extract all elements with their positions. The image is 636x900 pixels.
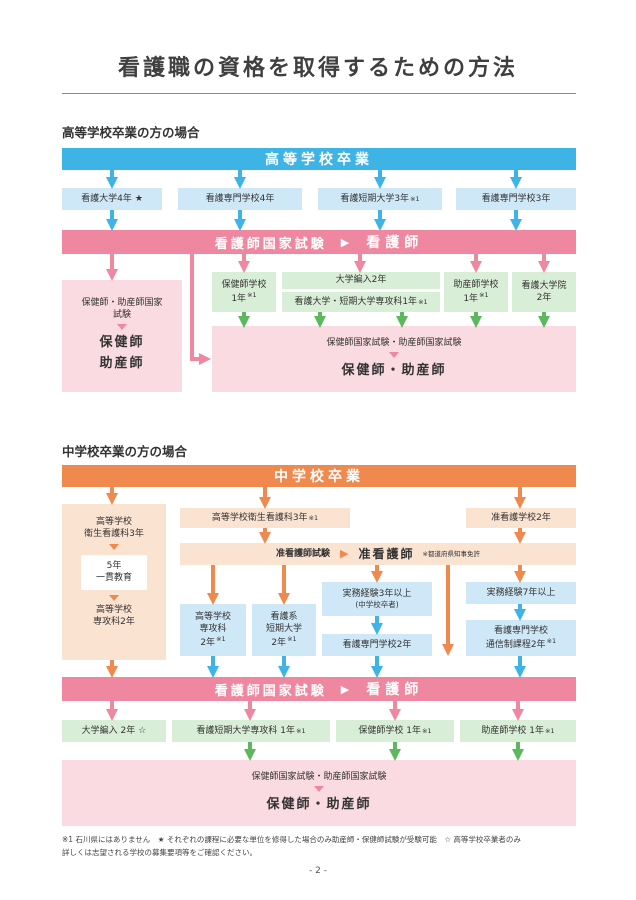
sub-route-midwife-school: 助産師学校 1年※1 [444,272,508,312]
footnote: ※1 石川県にはありません ★ それぞれの課程に必要な単位を修得した場合のみ助産… [62,835,521,857]
associate-nurse-exam-bar: 准看護師試験 ▶ 准看護師 ※都道府県知事免許 [180,543,576,565]
public-health-midwife-exam-box: 保健師・助産師国家試験 保健師 助産師 [62,280,182,392]
green-route-public-health-school: 保健師学校 1年※1 [336,720,454,742]
green-route-university-transfer: 大学編入 2年☆ [62,720,166,742]
pink-arrows-2 [106,701,524,721]
green-arrows-2 [244,742,524,761]
final-exam-box-1: 保健師国家試験・助産師国家試験 保健師・助産師 [212,326,576,392]
green-route-advanced-course: 看護短期大学専攻科 1年※1 [172,720,330,742]
section-heading-middle-school: 中学校卒業の方の場合 [62,444,188,459]
green-route-midwife-school: 助産師学校 1年※1 [460,720,576,742]
middle-school-graduation-bar: 中学校卒業 [62,465,576,487]
sub-route-advanced-course: 看護大学・短期大学専攻科1年※1 [282,292,440,312]
box-work-experience-3y: 実務経験3年以上 (中学校卒者) [322,582,432,616]
down-triangle-icon [389,351,399,358]
route-nursing-vocational-3y: 看護専門学校3年 [456,188,576,210]
box-correspondence-course-2y: 看護専門学校 通信制課程2年※1 [466,620,576,656]
box-nursing-vocational-2y: 看護専門学校2年 [322,634,432,656]
route-nursing-junior-college-3y: 看護短期大学3年※1 [318,188,442,210]
high-school-hygiene-nursing-column: 高等学校 衛生看護科3年 5年 一貫教育 高等学校 専攻科2年 [62,504,166,660]
sub-route-graduate-school: 看護大学院 2年 [512,272,576,312]
page-number: - 2 - [309,866,327,876]
sub-route-university-transfer: 大学編入2年 [282,272,440,289]
route-hygiene-nursing-3y: 高等学校衛生看護科3年※1 [180,508,350,528]
route-nursing-vocational-4y: 看護専門学校4年 [178,188,302,210]
sub-route-public-health-school: 保健師学校 1年※1 [212,272,276,312]
final-exam-box-2: 保健師国家試験・助産師国家試験 保健師・助産師 [62,760,576,826]
down-triangle-icon [109,544,119,551]
five-year-integrated-badge: 5年 一貫教育 [81,555,147,590]
down-triangle-icon [117,324,127,331]
high-school-graduation-bar: 高等学校卒業 [62,148,576,170]
nurse-exam-bar-1: 看護師国家試験 ▶ 看護師 [62,230,576,254]
box-high-school-advanced-2y: 高等学校 専攻科 2年※1 [180,604,246,656]
route-nursing-university-4y: 看護大学4年★ [62,188,162,210]
section-heading-high-school: 高等学校卒業の方の場合 [62,125,200,140]
box-work-experience-7y: 実務経験7年以上 [466,582,576,604]
green-arrows-1 [238,312,550,328]
down-triangle-icon [314,785,324,792]
down-triangle-icon [109,594,119,601]
nurse-exam-bar-2: 看護師国家試験 ▶ 看護師 [62,677,576,701]
route-associate-nursing-school: 准看護学校2年 [466,508,576,528]
page-title: 看護職の資格を取得するための方法 [117,56,518,81]
title-divider [62,93,576,94]
box-nursing-junior-college-2y: 看護系 短期大学 2年※1 [252,604,316,656]
